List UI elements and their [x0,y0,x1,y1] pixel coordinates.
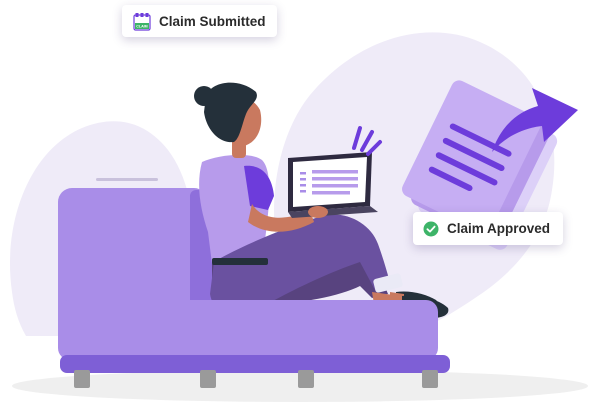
claim-approved-label: Claim Approved [447,221,551,236]
claim-approved-badge: Claim Approved [413,212,563,245]
check-circle-icon [423,221,439,237]
sofa-seat [58,300,450,388]
sparkle-icon [352,126,382,156]
claim-submitted-label: Claim Submitted [159,13,266,29]
approved-document-icon [402,80,578,250]
claim-form-icon: CLAIM [133,12,151,31]
laptop-icon [288,152,378,218]
claim-submitted-badge: CLAIM Claim Submitted [122,5,277,37]
approve-arrow-icon [492,88,578,152]
claim-form-icon-text: CLAIM [136,24,147,28]
